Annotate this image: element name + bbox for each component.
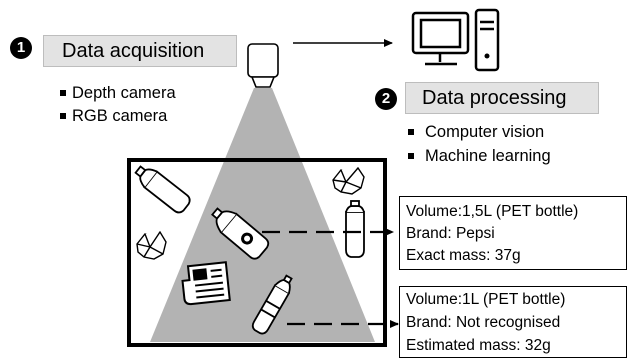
result-2-volume: Volume:1L (PET bottle) (406, 291, 566, 308)
crumpled-paper-icon (332, 166, 365, 195)
result-1-brand: Brand: Pepsi (406, 225, 495, 242)
bottle-icon (211, 207, 270, 260)
camera-field-of-view (150, 88, 375, 342)
scene-frame (127, 158, 387, 347)
step-1-title: Data acquisition (62, 40, 205, 62)
step-2-number: 2 (375, 88, 397, 110)
step-1-number: 1 (10, 37, 32, 59)
step-2-box (405, 82, 599, 114)
bottle-icon (251, 274, 293, 335)
bottle-icon (134, 165, 191, 214)
step-2-title: Data processing (422, 87, 567, 109)
bottle-icon (345, 200, 365, 258)
step-1-item-1: Depth camera (72, 84, 176, 102)
result-2-brand: Brand: Not recognised (406, 314, 561, 331)
computer-icon (411, 8, 500, 72)
result-box-1: Volume:1,5L (PET bottle) Brand: Pepsi Ex… (399, 196, 627, 270)
step-2-item-1: Computer vision (425, 123, 545, 141)
bullet (60, 113, 66, 119)
step-1-box (43, 35, 237, 67)
step-1-item-2: RGB camera (72, 107, 168, 125)
bullet (60, 90, 66, 96)
step-2-item-2: Machine learning (425, 147, 551, 165)
result-1-volume: Volume:1,5L (PET bottle) (406, 203, 579, 220)
bullet (408, 129, 414, 135)
crumpled-paper-icon (136, 230, 167, 260)
camera-icon (247, 43, 279, 88)
result-box-2: Volume:1L (PET bottle) Brand: Not recogn… (399, 286, 627, 358)
result-2-mass: Estimated mass: 32g (406, 337, 551, 354)
newspaper-icon (181, 261, 231, 306)
result-1-mass: Exact mass: 37g (406, 247, 521, 264)
bullet (408, 153, 414, 159)
